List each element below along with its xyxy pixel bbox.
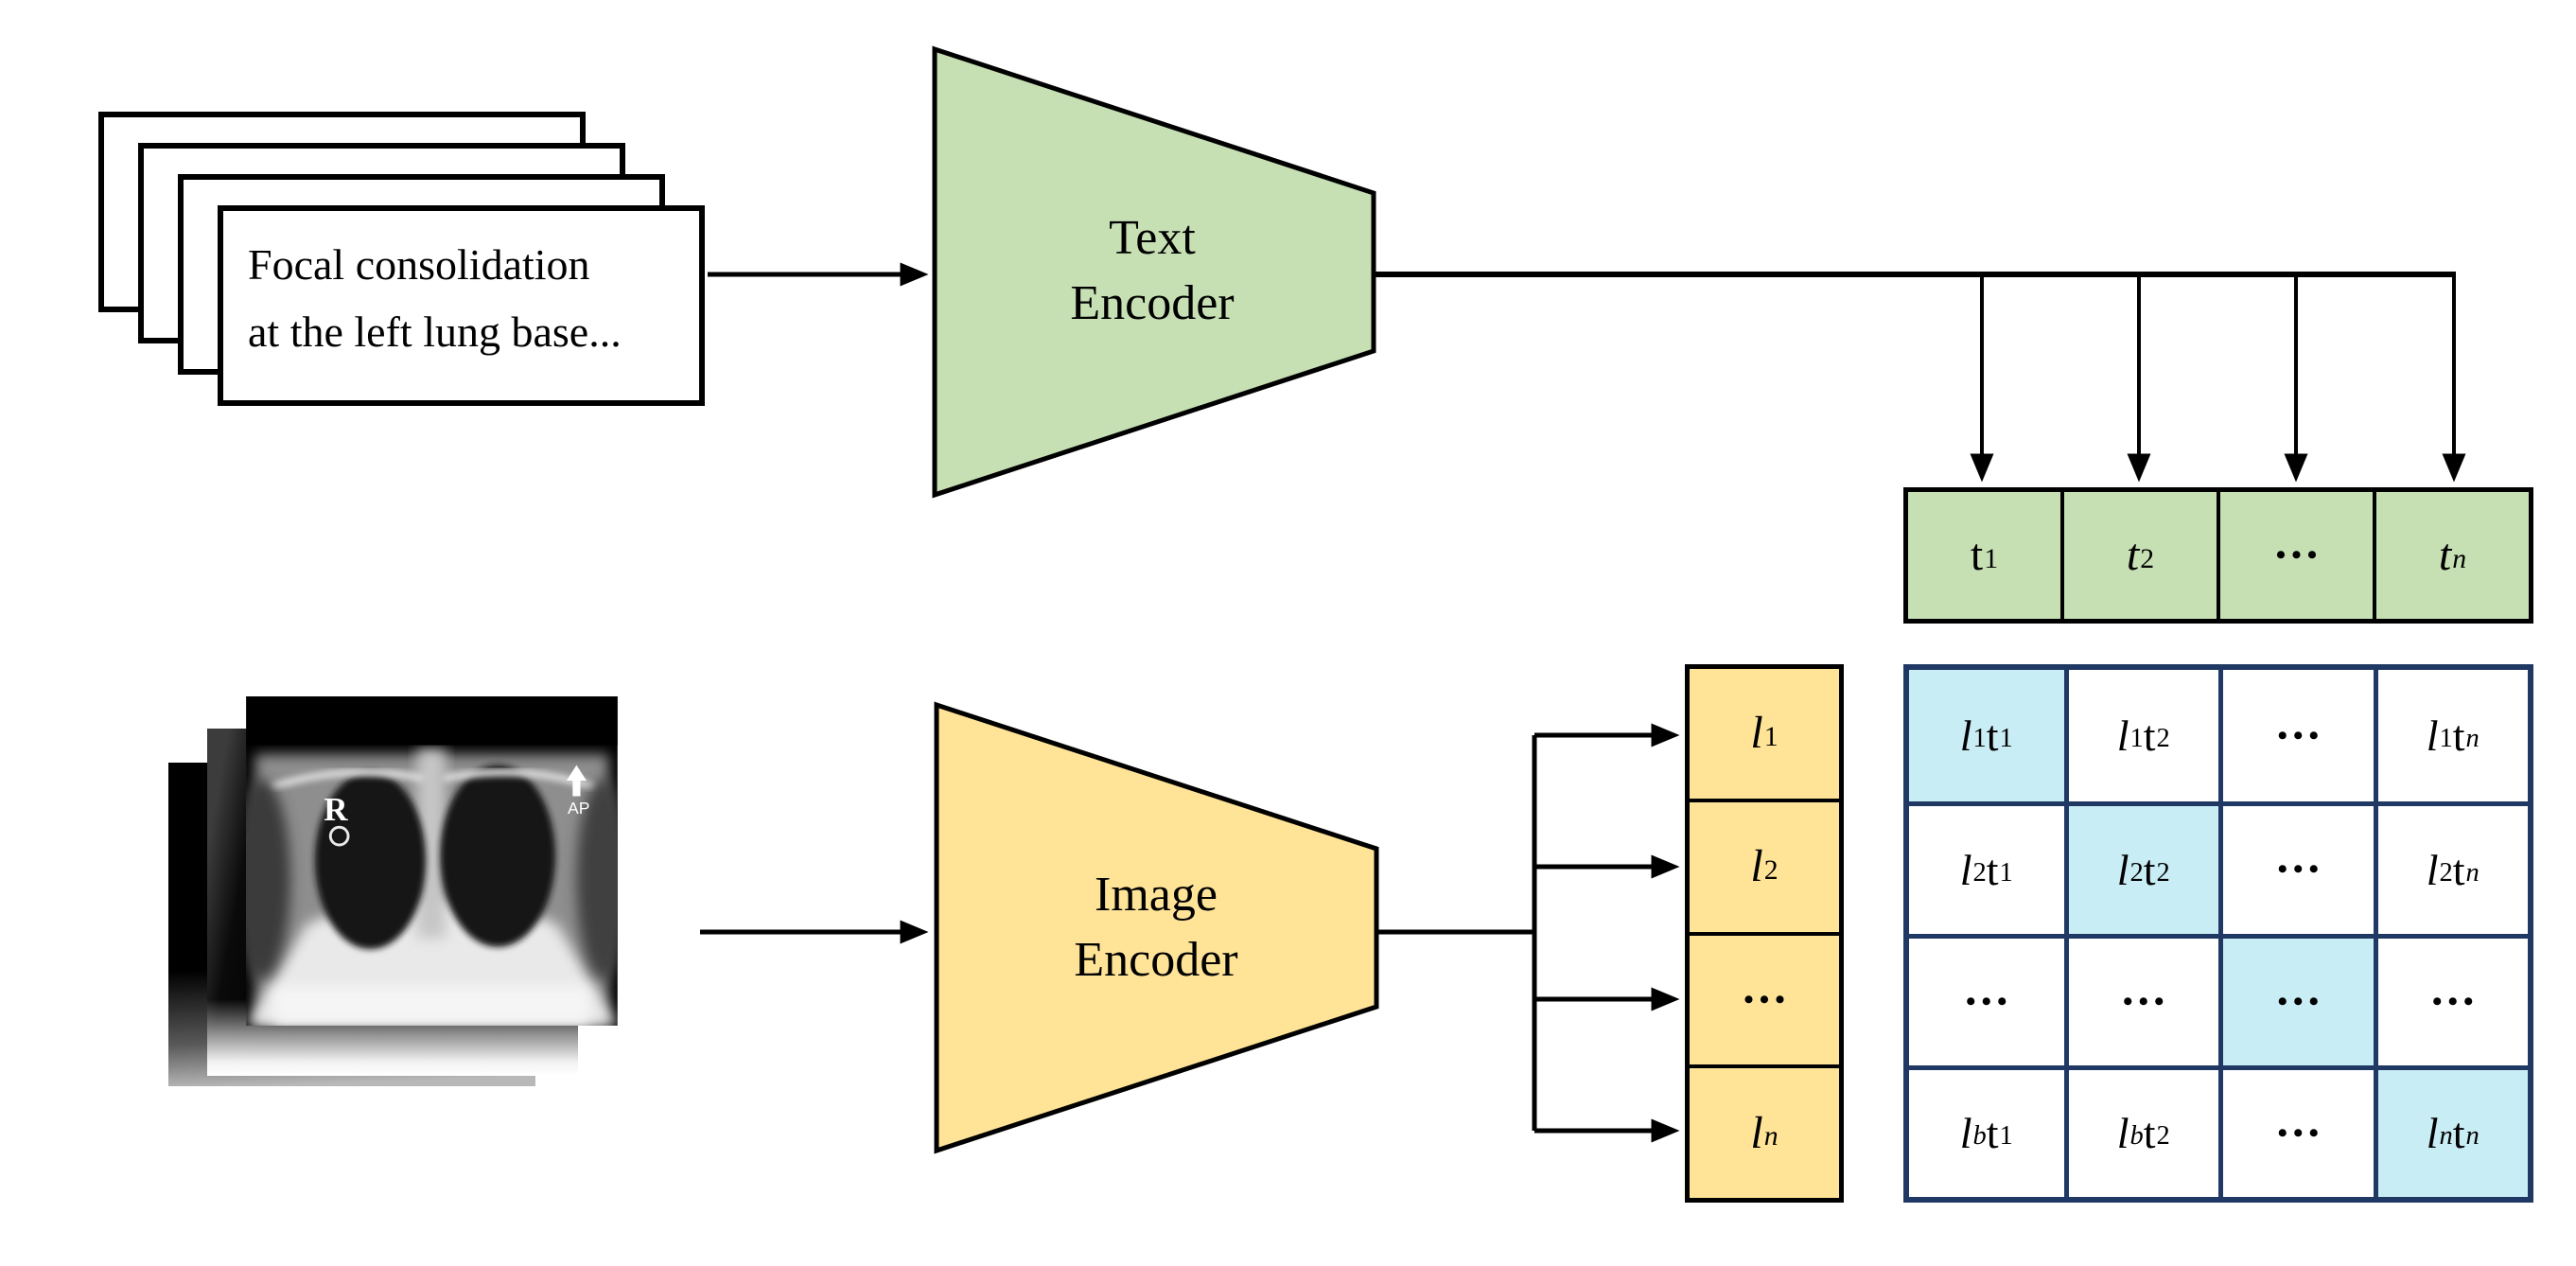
report-text-line2: at the left lung base... (248, 308, 622, 357)
xray-front-illustration: R AP (233, 696, 630, 1026)
report-text-line1: Focal consolidation (248, 240, 590, 289)
matrix-cell-r3-c2: ••• (2063, 933, 2218, 1065)
image-encoder-label-line2: Encoder (1074, 932, 1238, 987)
ellipsis-label: ••• (2277, 985, 2324, 1017)
image-embedding-arrows (1376, 723, 1680, 1143)
t-cell-3: ••• (2217, 492, 2373, 619)
matrix-cell-r3-c4: ••• (2373, 933, 2528, 1065)
xray-ap-marker: AP (568, 799, 589, 818)
report-card-front (218, 205, 705, 406)
report-text: Focal consolidation at the left lung bas… (248, 231, 692, 366)
xray-r-marker-ring (328, 825, 350, 847)
text-encoder-label-line1: Text (1109, 211, 1196, 265)
image-encoder-label-line1: Image (1095, 868, 1218, 922)
l-cell-3: ••• (1690, 931, 1839, 1065)
ellipsis-label: ••• (2277, 1117, 2324, 1149)
text-embedding-arrows (1374, 272, 2466, 483)
matrix-cell-r3-c3: ••• (2218, 933, 2374, 1065)
text-encoder-label-line2: Encoder (1070, 275, 1235, 330)
xray-image-front: R AP (233, 696, 630, 1026)
ellipsis-label: ••• (1965, 985, 2013, 1017)
ellipsis-label: ••• (2122, 985, 2170, 1017)
matrix-cell-r2-c3: ••• (2218, 801, 2374, 934)
xray-ap-arrow-icon (566, 765, 587, 797)
text-encoder-shape (932, 45, 1376, 499)
matrix-cell-r4-c3: ••• (2218, 1064, 2374, 1197)
ellipsis-label: ••• (2275, 539, 2323, 571)
ellipsis-label: ••• (2277, 853, 2324, 886)
text-encoder-label: Text Encoder (954, 206, 1351, 336)
xray-r-marker: R (324, 791, 348, 828)
ellipsis-label: ••• (2431, 985, 2480, 1017)
ellipsis-label: ••• (2277, 719, 2324, 751)
image-encoder-label: Image Encoder (957, 863, 1355, 993)
ellipsis-label: ••• (1744, 983, 1791, 1015)
image-encoder-shape (934, 701, 1379, 1154)
matrix-cell-r1-c3: ••• (2218, 670, 2374, 802)
matrix-cell-r3-c1: ••• (1909, 933, 2064, 1065)
